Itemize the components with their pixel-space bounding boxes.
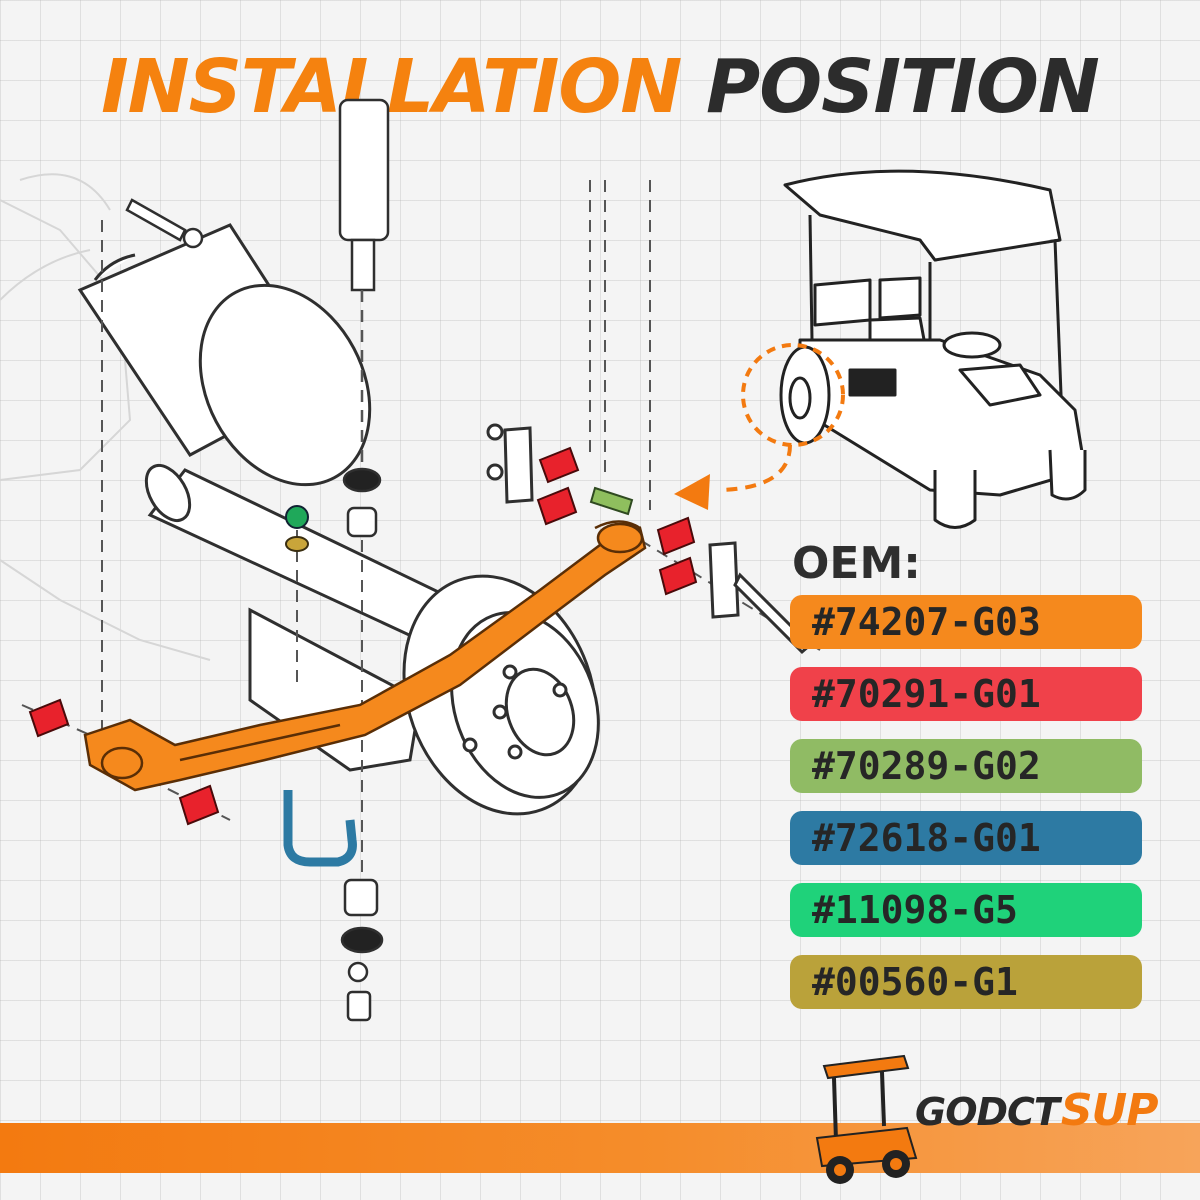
title-word-position: POSITION [706, 44, 1100, 130]
oem-part-code: #11098-G5 [812, 888, 1018, 932]
red-bushings [28, 446, 698, 826]
oem-part-list: #74207-G03 #70291-G01 #70289-G02 #72618-… [790, 595, 1142, 1027]
oem-part-code: #00560-G1 [812, 960, 1018, 1004]
oem-part-item: #70291-G01 [790, 667, 1142, 721]
nut-and-washer [285, 505, 309, 552]
oem-part-code: #72618-G01 [812, 816, 1041, 860]
oem-part-item: #70289-G02 [790, 739, 1142, 793]
green-pin [589, 486, 634, 516]
page-title: INSTALLATION POSITION [0, 44, 1200, 130]
brand-logo-cart-icon [815, 1054, 918, 1184]
callout-arrow [719, 343, 845, 492]
top-bolt [125, 198, 204, 249]
title-word-installation: INSTALLATION [101, 44, 682, 130]
motor-cylinder [77, 223, 372, 487]
oem-part-code: #74207-G03 [812, 600, 1041, 644]
callout-arrowhead [674, 474, 710, 510]
golf-cart [779, 169, 1087, 529]
footer-bar [0, 1123, 1200, 1173]
shock-mount-parts [340, 467, 384, 1022]
oem-part-item: #11098-G5 [790, 883, 1142, 937]
u-bolt [283, 790, 357, 867]
oem-label: OEM: [792, 538, 921, 589]
brand-name: GODCT [915, 1090, 1060, 1134]
oem-part-item: #00560-G1 [790, 955, 1142, 1009]
shock-absorber [338, 98, 390, 470]
oem-part-item: #72618-G01 [790, 811, 1142, 865]
oem-part-item: #74207-G03 [790, 595, 1142, 649]
leaf-spring [83, 520, 647, 792]
oem-part-code: #70289-G02 [812, 744, 1041, 788]
oem-part-code: #70291-G01 [812, 672, 1041, 716]
brand-suffix: SUP [1060, 1085, 1159, 1136]
